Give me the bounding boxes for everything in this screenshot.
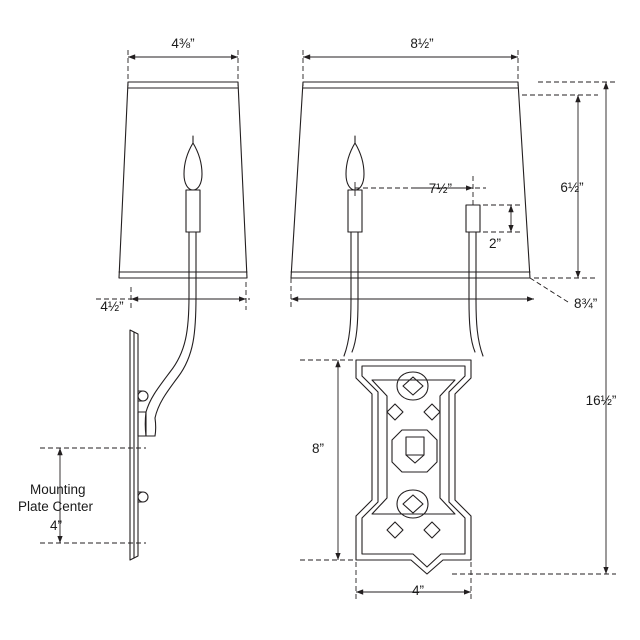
label-mounting-plate-center-line1: Mounting <box>30 482 86 497</box>
label-side-backplate-offset: 4½” <box>100 299 123 314</box>
label-backplate-height: 8” <box>312 441 324 456</box>
side-view-candle <box>183 135 203 233</box>
dim-shade-bottom-width <box>290 277 569 310</box>
dim-shade-height <box>522 94 598 279</box>
label-backplate-width: 4” <box>412 583 424 598</box>
label-socket-height: 2” <box>489 236 501 251</box>
dim-socket-spacing <box>354 176 486 205</box>
label-double-shade-width: 8½” <box>410 36 433 51</box>
quatrefoil-ornament-bottom <box>396 489 429 519</box>
center-motif <box>391 429 438 473</box>
side-view-backplate <box>129 329 149 561</box>
dim-mounting-plate-center <box>40 447 146 544</box>
label-shade-bottom-width: 8¾” <box>574 296 597 311</box>
front-view-backplate <box>355 359 472 575</box>
label-overall-height: 16½” <box>586 393 617 408</box>
label-mounting-plate-center-value: 4” <box>50 518 62 533</box>
dim-side-backplate-offset <box>96 282 250 310</box>
dim-backplate-height <box>300 359 358 561</box>
label-side-shade-width: 4⅜” <box>171 36 194 51</box>
front-view-stems <box>343 231 484 357</box>
side-view-shade <box>118 81 248 279</box>
dim-double-shade-width <box>302 50 519 86</box>
dim-overall-height <box>452 81 616 575</box>
label-mounting-plate-center-line2: Plate Center <box>18 499 94 514</box>
label-socket-spacing: 7½” <box>429 181 452 196</box>
dim-side-shade-width <box>127 50 239 86</box>
label-shade-height: 6½” <box>560 180 583 195</box>
front-view-socket-right <box>465 204 481 233</box>
dim-socket-height <box>483 204 521 233</box>
quatrefoil-ornament-top <box>396 371 429 401</box>
dim-backplate-width <box>355 562 472 600</box>
side-view-stem <box>144 231 197 437</box>
